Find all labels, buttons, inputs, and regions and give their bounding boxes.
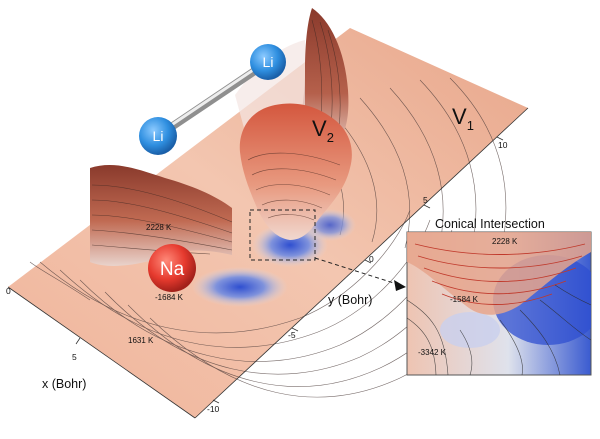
cone-contours: [247, 152, 341, 221]
surface-v2-cone: [239, 103, 352, 240]
li-li-bond-highlight: [156, 58, 270, 136]
y-tick-5: 5: [423, 195, 428, 205]
contour-label-2228: 2228 K: [146, 223, 172, 232]
contour-label-1631: 1631 K: [128, 336, 154, 345]
y-tick-neg10: -10: [207, 404, 220, 414]
surface-v2-label: V2: [312, 116, 334, 145]
atom-na: [148, 244, 196, 292]
surface-v1-label: V1: [452, 104, 474, 133]
inset-contour-1584: -1584 K: [450, 295, 479, 304]
x-axis-title: x (Bohr): [42, 377, 86, 391]
zoom-arrowhead: [394, 280, 406, 291]
inset-contour-3342: -3342 K: [418, 348, 447, 357]
y-tick-neg5: -5: [288, 330, 296, 340]
inset-title: Conical Intersection: [435, 217, 545, 231]
contour-label-1684: -1684 K: [155, 293, 184, 302]
x-tick-5: 5: [72, 352, 77, 362]
atom-li-bottom-label: Li: [153, 128, 164, 144]
y-tick-0: 0: [369, 254, 374, 264]
inset-contour-2228: 2228 K: [492, 237, 518, 246]
zoom-region-box: [249, 209, 316, 261]
zoom-connector: [314, 257, 401, 286]
axis-ticks: [75, 136, 504, 404]
inset-panel: 2228 K -1584 K -3342 K: [406, 231, 592, 376]
atom-na-label: Na: [160, 259, 185, 280]
x-axis-line: [7, 286, 196, 419]
x-tick-0: 0: [6, 286, 11, 296]
atom-li-bottom: [139, 117, 177, 155]
li-li-bond: [154, 58, 272, 140]
y-tick-10: 10: [498, 140, 508, 150]
wall-left-contours: [91, 184, 233, 255]
surface-wall-left: [90, 165, 232, 266]
atom-li-top-label: Li: [263, 54, 274, 70]
atom-li-top: [250, 44, 286, 80]
y-axis-line: [194, 107, 529, 419]
y-axis-title: y (Bohr): [328, 293, 372, 307]
well-left: [192, 267, 288, 307]
